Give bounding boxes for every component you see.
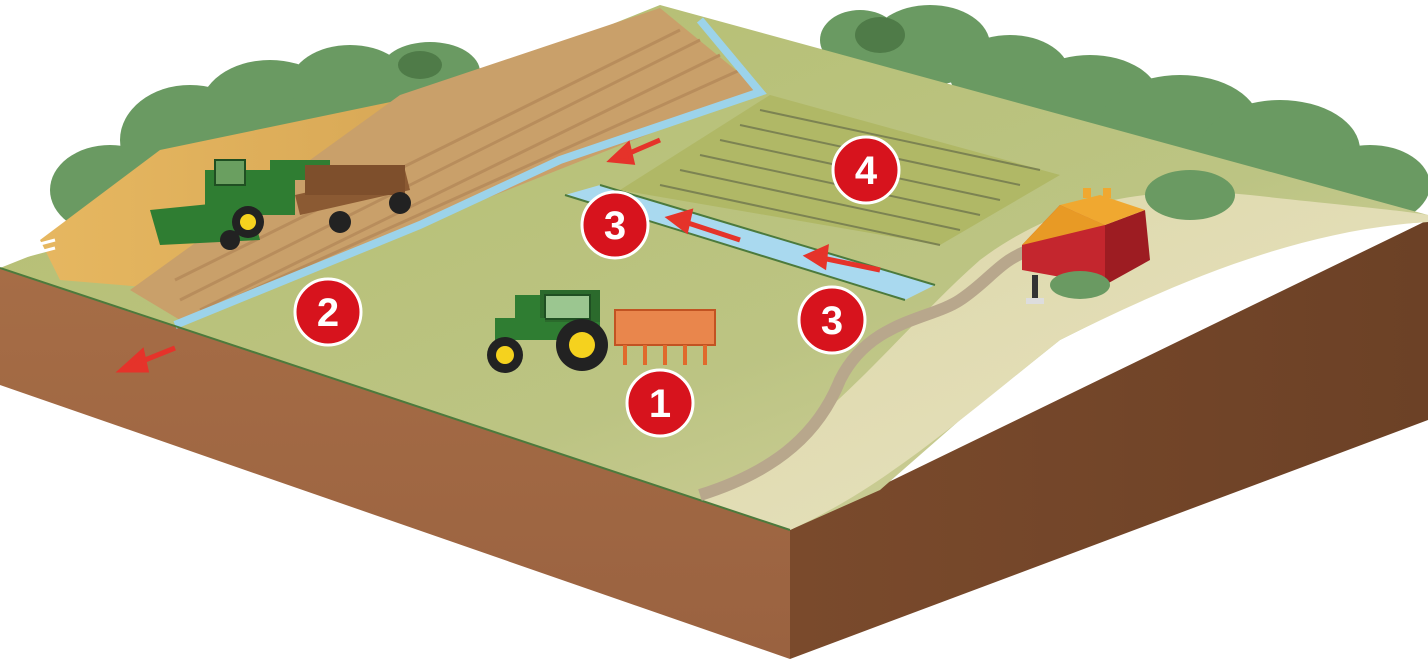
- flow-arrow-icon: [115, 137, 881, 373]
- fence: [24, 238, 56, 258]
- marker-3-upper: 3: [580, 190, 650, 260]
- marker-4: 4: [831, 135, 901, 205]
- tree-line: [50, 5, 1428, 235]
- water-pump-icon: [1026, 275, 1044, 304]
- svg-text:3: 3: [604, 204, 626, 248]
- soil-front-face: [0, 268, 790, 659]
- harvested-field: [130, 8, 760, 320]
- grain-wagon-icon: [295, 165, 411, 233]
- tractor-icon: [487, 290, 608, 373]
- barn-icon: [1022, 188, 1150, 285]
- svg-text:3: 3: [821, 299, 843, 343]
- cultivator: [614, 309, 716, 365]
- marker-1: 1: [625, 368, 695, 438]
- drainage-ditch: [173, 17, 767, 329]
- soil-side-face: [790, 220, 1428, 659]
- svg-text:1: 1: [649, 382, 671, 426]
- marker-2: 2: [293, 277, 363, 347]
- combine-harvester-icon: [150, 159, 330, 250]
- farm-road: [698, 244, 1033, 501]
- svg-text:4: 4: [855, 149, 878, 193]
- shrub: [1050, 170, 1235, 299]
- svg-text:2: 2: [317, 291, 339, 335]
- marker-3-lower: 3: [797, 285, 867, 355]
- water-channel: [565, 185, 935, 300]
- hill: [700, 192, 1428, 530]
